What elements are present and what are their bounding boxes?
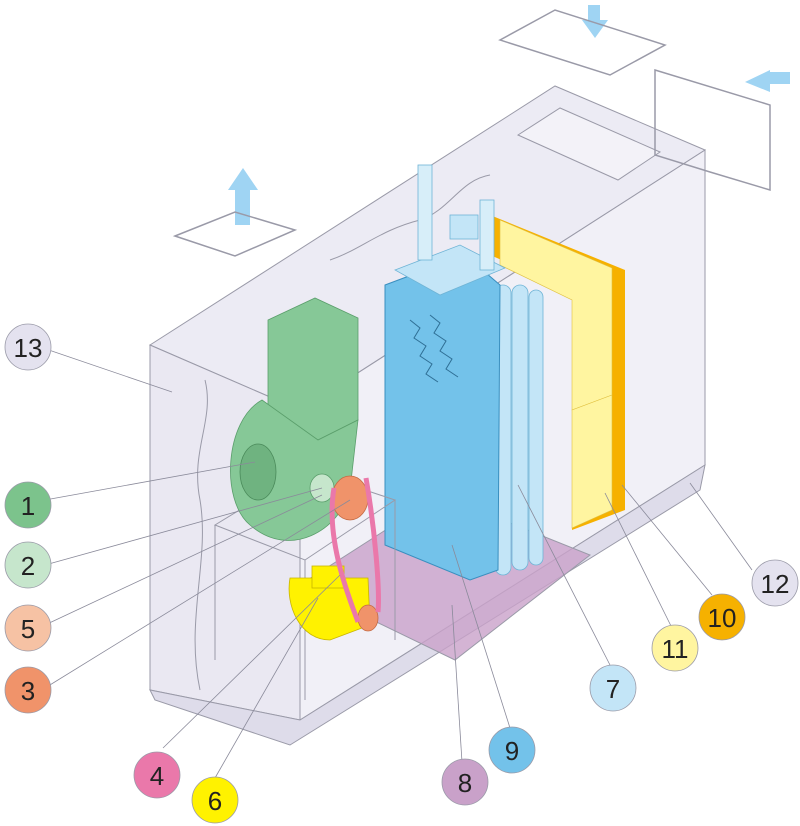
fresh-air-duct-frame xyxy=(498,9,667,76)
callout-7: 7 xyxy=(589,664,637,712)
callout-8: 8 xyxy=(441,758,489,806)
callout-number-2: 2 xyxy=(21,551,35,581)
coil-tube-2 xyxy=(511,284,529,571)
return-duct-frame xyxy=(654,68,771,192)
callout-circle-8 xyxy=(441,758,489,806)
cabinet-base xyxy=(149,463,706,746)
motor-pulley xyxy=(357,604,379,632)
leader-line-3 xyxy=(44,499,351,689)
leader-line-12 xyxy=(689,482,753,571)
callout-13: 13 xyxy=(4,323,52,371)
callout-number-7: 7 xyxy=(606,674,620,704)
filter-lower xyxy=(571,394,613,529)
leader-line-1 xyxy=(44,461,256,501)
leader-lines xyxy=(39,346,753,779)
callout-circle-2 xyxy=(4,541,52,589)
callout-circle-10 xyxy=(698,593,746,641)
coil-fins xyxy=(409,319,439,383)
callout-number-8: 8 xyxy=(458,768,472,798)
coil-header xyxy=(394,244,506,296)
return-pipe xyxy=(479,199,495,271)
leader-line-4 xyxy=(162,574,341,749)
leader-line-8 xyxy=(451,604,463,763)
leader-line-11 xyxy=(604,492,673,629)
arrow-left-icon xyxy=(745,70,790,92)
v-belt xyxy=(329,477,381,623)
callout-circle-1 xyxy=(4,481,52,529)
callout-circle-12 xyxy=(751,559,799,607)
callout-11: 11 xyxy=(651,624,699,672)
callout-4: 4 xyxy=(133,751,181,799)
coil-tube-3 xyxy=(528,289,544,566)
callout-12: 12 xyxy=(751,559,799,607)
callout-number-1: 1 xyxy=(21,491,35,521)
leader-line-10 xyxy=(621,484,713,596)
callout-number-11: 11 xyxy=(662,634,689,664)
leader-line-7 xyxy=(517,484,611,666)
callout-circle-5 xyxy=(4,604,52,652)
cooling-coil xyxy=(384,254,501,581)
exhaust-duct-frame xyxy=(172,211,298,257)
leader-line-6 xyxy=(214,597,319,779)
callout-5: 5 xyxy=(4,604,52,652)
callout-circle-6 xyxy=(191,776,239,824)
coil-assembly xyxy=(384,164,544,581)
callout-number-13: 13 xyxy=(14,333,43,363)
leader-line-2 xyxy=(44,487,323,566)
callout-circle-13 xyxy=(4,323,52,371)
callout-number-12: 12 xyxy=(761,569,790,599)
motor-drive xyxy=(288,475,381,641)
callout-6: 6 xyxy=(191,776,239,824)
supply-pipe xyxy=(417,164,433,261)
callout-number-9: 9 xyxy=(505,736,519,766)
callout-circle-9 xyxy=(488,726,536,774)
callout-9: 9 xyxy=(488,726,536,774)
callout-circle-4 xyxy=(133,751,181,799)
callout-2: 2 xyxy=(4,541,52,589)
cutaway-edge xyxy=(194,379,208,691)
leader-line-5 xyxy=(44,494,323,626)
callout-circle-11 xyxy=(651,624,699,672)
callout-number-10: 10 xyxy=(708,603,737,633)
callout-number-4: 4 xyxy=(150,761,164,791)
callout-number-6: 6 xyxy=(208,786,222,816)
coil-fins-2 xyxy=(429,314,459,378)
airflow-arrows xyxy=(172,5,790,257)
top-return-opening xyxy=(516,107,662,181)
leader-line-13 xyxy=(39,346,173,393)
callout-number-5: 5 xyxy=(21,614,35,644)
arrow-up-icon xyxy=(228,168,258,225)
leader-line-9 xyxy=(451,544,511,729)
arrow-down-icon xyxy=(582,5,608,38)
callout-3: 3 xyxy=(4,666,52,714)
fan-inlet xyxy=(239,443,277,501)
fan-pulley xyxy=(331,475,369,521)
callout-circle-7 xyxy=(589,664,637,712)
callout-1: 1 xyxy=(4,481,52,529)
callout-10: 10 xyxy=(698,593,746,641)
centrifugal-fan xyxy=(230,297,359,541)
valve-box xyxy=(449,214,479,240)
filter-bank xyxy=(490,215,625,530)
callout-circle-3 xyxy=(4,666,52,714)
callout-number-3: 3 xyxy=(21,676,35,706)
